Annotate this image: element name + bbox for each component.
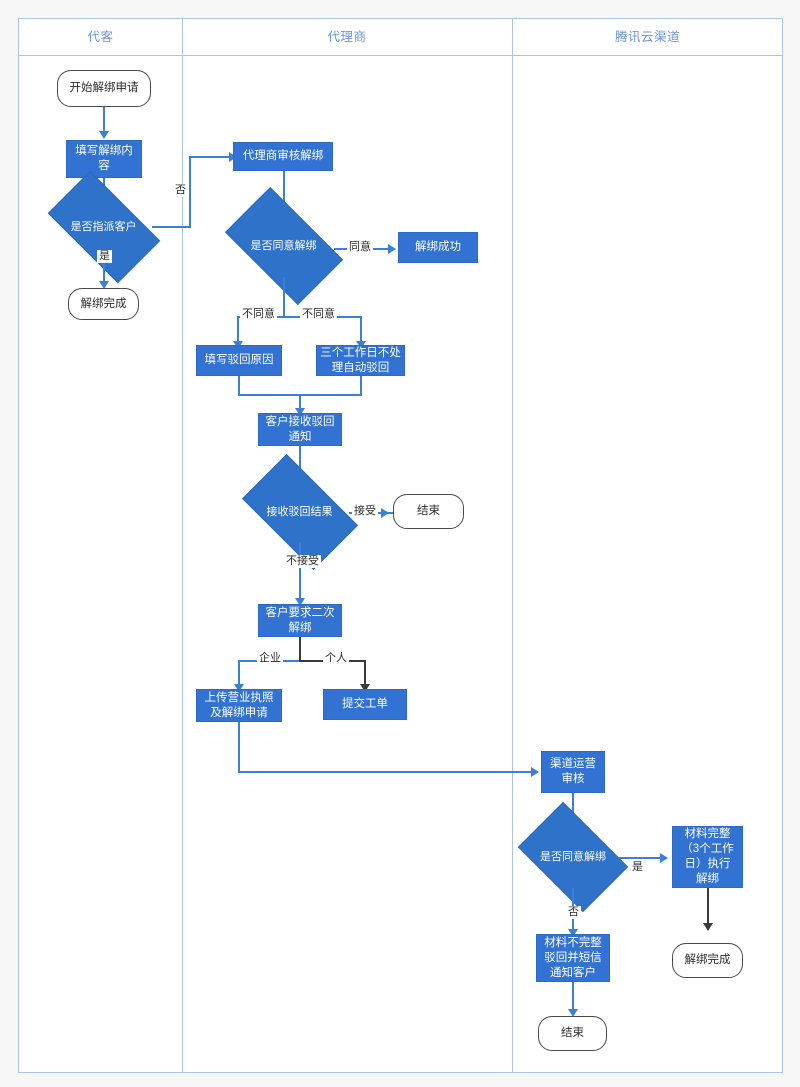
lane-header-tencent: 腾讯云渠道	[614, 30, 680, 44]
node-end-agent[interactable]: 结束	[393, 494, 464, 529]
edge-incomplete-to-end	[572, 982, 574, 1012]
node-agent-review[interactable]: 代理商审核解绑	[233, 142, 333, 171]
node-unbind-done-right[interactable]: 解绑完成	[672, 943, 743, 978]
node-agree-unbind[interactable]: 是否同意解绑	[224, 186, 343, 306]
edge-label-agree: 同意	[347, 241, 373, 254]
node-auto-reject-3days[interactable]: 三个工作日不处 理自动驳回	[316, 345, 405, 376]
edge-no-assign-v	[189, 157, 191, 227]
node-unbind-done-left[interactable]: 解绑完成	[68, 288, 139, 320]
arrowhead-yes-channel	[660, 853, 668, 863]
arrowhead-start-to-fill	[99, 131, 109, 139]
edge-channel-to-decision	[572, 793, 574, 823]
arrowhead-enterprise	[234, 684, 244, 692]
edge-receive-to-result	[299, 446, 301, 479]
edge-label-individual: 个人	[323, 652, 349, 665]
edge-enterprise-v	[238, 660, 240, 687]
node-channel-review[interactable]: 渠道运营 审核	[541, 751, 605, 793]
edge-disagree-left-v	[237, 316, 239, 344]
edge-no-assign-h1	[152, 226, 191, 228]
edge-label-disagree-right: 不同意	[300, 308, 337, 321]
node-submit-ticket[interactable]: 提交工单	[323, 689, 407, 720]
arrowhead-yes-assign	[99, 281, 109, 289]
node-unbind-success[interactable]: 解绑成功	[398, 232, 478, 263]
arrowhead-material-complete	[703, 923, 713, 931]
node-customer-second-request[interactable]: 客户要求二次 解绑	[258, 604, 342, 637]
edge-upload-to-channel-h	[238, 771, 537, 773]
edge-reject-right-v	[360, 376, 362, 395]
arrowhead-to-channel-review	[531, 767, 539, 777]
node-end-channel[interactable]: 结束	[538, 1016, 607, 1051]
lane-divider-1	[182, 19, 183, 1072]
edge-agent-to-agree	[283, 171, 285, 214]
node-fill-reject-reason[interactable]: 填写驳回原因	[196, 345, 282, 376]
edge-label-yes-channel: 是	[630, 861, 645, 874]
arrowhead-to-customer-receive	[295, 408, 305, 416]
edge-label-enterprise: 企业	[257, 652, 283, 665]
node-is-assigned-customer[interactable]: 是否指派客户	[47, 170, 160, 284]
edge-start-to-fill	[103, 107, 105, 134]
arrowhead-accept	[381, 508, 389, 518]
header-divider	[19, 55, 782, 56]
arrowhead-agree	[388, 244, 396, 254]
edge-label-accept: 接受	[352, 505, 378, 518]
edge-upload-to-channel-v	[238, 722, 240, 772]
edge-individual-v	[364, 660, 366, 687]
node-upload-license[interactable]: 上传营业执照 及解绑申请	[196, 689, 282, 722]
node-fill-unbind-content[interactable]: 填写解绑内 容	[66, 140, 142, 178]
swimlane-table: 代客 代理商 腾讯云渠道	[18, 18, 783, 1073]
lane-header-customer: 代客	[87, 30, 114, 44]
edge-reject-merge-v	[299, 394, 301, 411]
edge-label-no-channel: 否	[566, 906, 581, 919]
lane-header-agent: 代理商	[327, 30, 367, 44]
edge-disagree-right-v	[360, 316, 362, 344]
edge-disagree-v-trunk	[283, 277, 285, 317]
edge-label-yes-assign: 是	[97, 250, 112, 263]
node-material-complete[interactable]: 材料完整 （3个工作 日）执行 解绑	[672, 826, 743, 888]
arrowhead-incomplete-to-end	[568, 1009, 578, 1017]
edge-label-disagree-left: 不同意	[240, 308, 277, 321]
node-material-incomplete[interactable]: 材料不完整 驳回并短信 通知客户	[536, 934, 610, 982]
arrowhead-not-accept	[295, 598, 305, 606]
edge-second-trunk-v	[299, 637, 301, 661]
edge-not-accept-v	[299, 542, 301, 601]
arrowhead-individual	[360, 684, 370, 692]
arrowhead-no-channel	[568, 929, 578, 937]
edge-label-not-accept: 不接受	[284, 555, 321, 568]
lane-divider-2	[512, 19, 513, 1072]
edge-yes-assign-v	[103, 256, 105, 284]
edge-material-complete-v	[707, 888, 709, 926]
edge-reject-left-v	[238, 376, 240, 395]
edge-no-assign-h2	[189, 156, 233, 158]
node-agree-unbind-channel[interactable]: 是否同意解绑	[517, 801, 629, 913]
edge-yes-channel-h	[618, 857, 664, 859]
edge-label-no-assign: 否	[173, 184, 188, 197]
node-receive-reject-result[interactable]: 接收驳回结果	[241, 453, 358, 570]
node-start-unbind[interactable]: 开始解绑申请	[57, 70, 151, 107]
node-customer-receive-reject[interactable]: 客户接收驳回 通知	[258, 413, 342, 446]
